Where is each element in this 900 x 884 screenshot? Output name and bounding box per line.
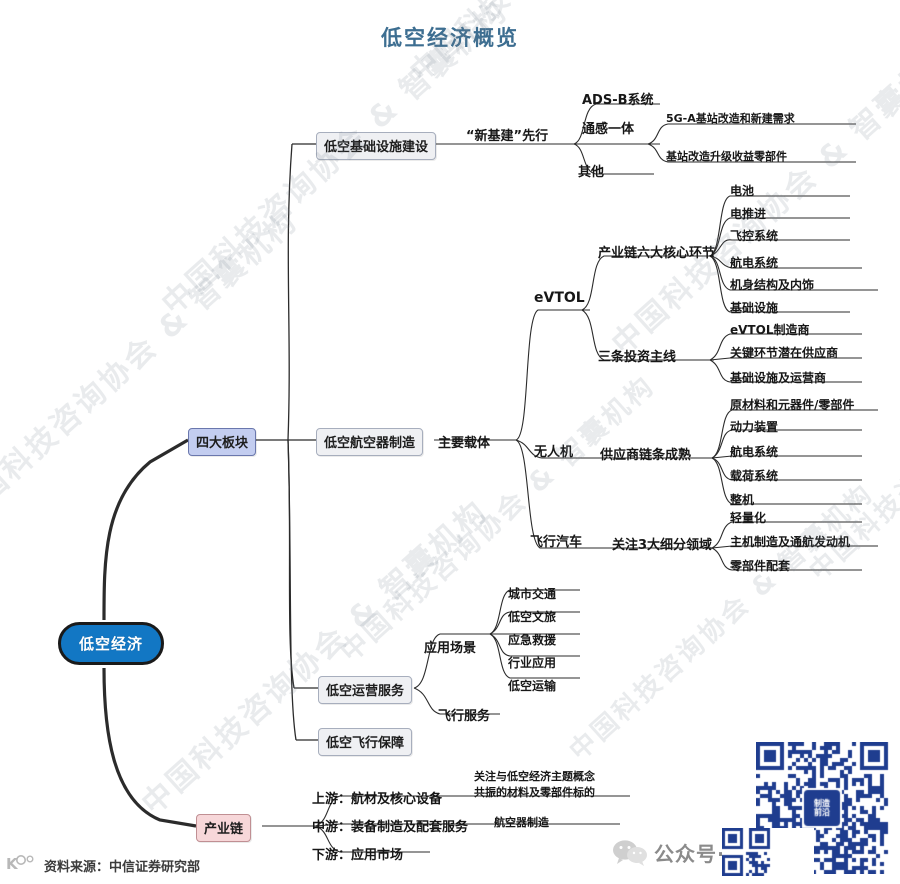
group-six-core-links: 产业链六大核心环节: [598, 246, 716, 261]
qr-code-overlay[interactable]: [722, 828, 814, 876]
leaf-low-altitude-transport: 低空运输: [508, 679, 557, 693]
leaf-avionics-system: 航电系统: [730, 256, 779, 270]
group-mature-supply-chain: 供应商链条成熟: [600, 448, 692, 463]
chain-downstream: 下游：应用市场: [312, 848, 404, 863]
leaf-airframe-structure-interior: 机身结构及内饰: [730, 278, 815, 292]
svg-text:K: K: [6, 855, 19, 873]
leaf-parts-supporting: 零部件配套: [730, 559, 791, 573]
carrier-flying-car: 飞行汽车: [530, 535, 583, 550]
label-new-infrastructure-first: “新基建”先行: [466, 129, 549, 144]
chain-upstream-note-line1: 关注与低空经济主题概念: [474, 770, 595, 783]
leaf-ads-b-system: ADS-B系统: [582, 93, 654, 108]
leaf-other: 其他: [578, 165, 605, 180]
carrier-evtol: eVTOL: [534, 290, 585, 306]
leaf-battery: 电池: [730, 184, 755, 198]
leaf-evtol-manufacturer: eVTOL制造商: [730, 323, 810, 337]
group-three-investment-lines: 三条投资主线: [598, 350, 677, 365]
page-title: 低空经济概览: [381, 26, 519, 50]
carrier-drone: 无人机: [534, 445, 574, 460]
leaf-flight-control-system: 飞控系统: [730, 229, 779, 243]
leaf-key-link-potential-suppliers: 关键环节潜在供应商: [730, 346, 839, 360]
branch-industry-chain[interactable]: 产业链: [196, 814, 252, 842]
root-node-low-altitude-economy[interactable]: 低空经济: [58, 622, 165, 665]
leaf-power-unit: 动力装置: [730, 420, 779, 434]
source-note: 资料来源：中信证券研究部: [44, 860, 201, 875]
group-three-subfields: 关注3大细分领域: [612, 538, 713, 553]
leaf-integrated-sensing-communication: 通感一体: [582, 122, 635, 137]
source-logo-icon: K: [6, 855, 34, 873]
leaf-infrastructure-facility: 基础设施: [730, 301, 779, 315]
branch-four-sectors[interactable]: 四大板块: [188, 428, 257, 456]
leaf-emergency-rescue: 应急救援: [508, 633, 557, 647]
leaf-industry-application: 行业应用: [508, 656, 557, 670]
leaf-5ga-base-station-demand: 5G-A基站改造和新建需求: [666, 112, 795, 125]
group-flight-services: 飞行服务: [438, 709, 491, 724]
qr-code-main[interactable]: [756, 742, 892, 874]
wechat-promo: 公众号·: [612, 838, 726, 867]
leaf-urban-transport: 城市交通: [508, 587, 557, 601]
sector-operation-service[interactable]: 低空运营服务: [318, 676, 413, 704]
chain-upstream: 上游：航材及核心设备: [312, 792, 443, 807]
sector-infrastructure[interactable]: 低空基础设施建设: [316, 132, 437, 160]
leaf-oem-and-ga-engine: 主机制造及通航发动机: [730, 535, 851, 549]
wechat-icon: [613, 839, 647, 866]
leaf-infrastructure-and-operators: 基础设施及运营商: [730, 371, 827, 385]
leaf-base-station-upgrade-components: 基站改造升级收益零部件: [666, 150, 787, 163]
leaf-payload-system: 载荷系统: [730, 469, 779, 483]
chain-midstream-note: 航空器制造: [494, 816, 549, 829]
leaf-electric-propulsion: 电推进: [730, 207, 767, 221]
leaf-lightweight: 轻量化: [730, 511, 767, 525]
group-application-scenarios: 应用场景: [424, 641, 477, 656]
leaf-avionics-system-drone: 航电系统: [730, 445, 779, 459]
wechat-label: 公众号·: [654, 842, 726, 866]
leaf-complete-machine: 整机: [730, 493, 755, 507]
chain-midstream: 中游：装备制造及配套服务: [312, 820, 469, 835]
sector-aircraft-manufacturing[interactable]: 低空航空器制造: [316, 428, 424, 456]
label-main-carriers: 主要载体: [438, 436, 491, 451]
leaf-raw-materials-components: 原材料和元器件/零部件: [730, 398, 855, 412]
leaf-low-altitude-tourism: 低空文旅: [508, 610, 557, 624]
chain-upstream-note-line2: 共振的材料及零部件标的: [474, 786, 595, 799]
sector-flight-guarantee[interactable]: 低空飞行保障: [318, 728, 413, 756]
